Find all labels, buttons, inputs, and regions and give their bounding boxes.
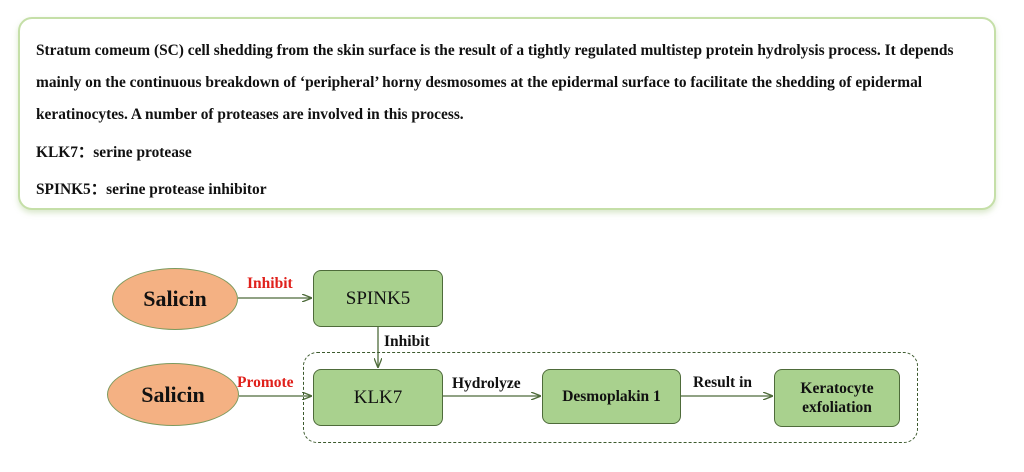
klk7-node: KLK7 <box>313 369 443 426</box>
keratocyte-label-line1: Keratocyte <box>800 380 874 397</box>
desmoplakin-label: Desmoplakin 1 <box>562 387 661 405</box>
salicin-top-label: Salicin <box>143 286 207 311</box>
desmoplakin-node: Desmoplakin 1 <box>542 369 681 424</box>
spink5-node: SPINK5 <box>313 270 443 327</box>
keratocyte-label-line2: exfoliation <box>802 399 872 416</box>
definition-spink5: SPINK5：serine protease inhibitor <box>36 181 267 198</box>
edge-label-hydrolyze: Hydrolyze <box>452 375 521 392</box>
spink5-label: SPINK5 <box>345 287 411 309</box>
description-paragraph: Stratum comeum (SC) cell shedding from t… <box>36 42 954 123</box>
definition-klk7: KLK7：serine protease <box>36 144 192 161</box>
keratocyte-exfoliation-node: Keratocyte exfoliation <box>774 369 900 427</box>
salicin-bottom-label: Salicin <box>141 381 205 407</box>
klk7-pathway-group <box>303 352 918 443</box>
salicin-node-bottom: Salicin <box>107 363 239 426</box>
edge-label-inhibit-spink5: Inhibit <box>247 275 293 292</box>
edge-label-inhibit-klk7: Inhibit <box>384 333 430 350</box>
edge-label-promote: Promote <box>237 374 294 391</box>
info-box: Stratum comeum (SC) cell shedding from t… <box>18 17 996 210</box>
klk7-label: KLK7 <box>353 386 403 408</box>
edge-label-result-in: Result in <box>693 374 752 391</box>
salicin-node-top: Salicin <box>112 268 238 330</box>
